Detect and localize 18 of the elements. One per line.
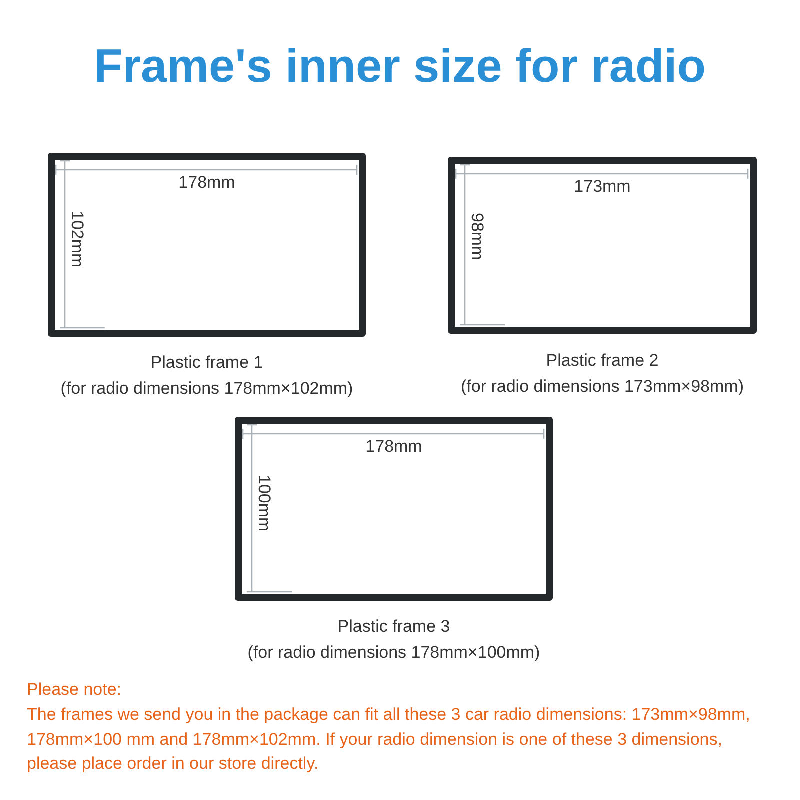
- plastic-frame: [235, 417, 553, 601]
- dimension-label: 102mm: [67, 211, 87, 268]
- plastic-frame: [448, 157, 757, 334]
- frame-caption: Plastic frame 2: [546, 351, 659, 371]
- dimension-label: 100mm: [254, 475, 274, 532]
- frame-caption: (for radio dimensions 178mm×100mm): [248, 643, 540, 663]
- dimension-label: 178mm: [178, 173, 236, 193]
- dimension-label: 178mm: [366, 437, 422, 457]
- title: Frame's inner size for radio: [93, 38, 707, 93]
- plastic-frame: [48, 153, 366, 337]
- frame-caption: (for radio dimensions 178mm×102mm): [60, 379, 354, 399]
- frame-caption: Plastic frame 1: [150, 353, 264, 373]
- dimension-label: 98mm: [467, 212, 487, 260]
- frame-caption: Plastic frame 3: [338, 617, 450, 637]
- dimension-label: 173mm: [574, 177, 631, 197]
- note-heading: Please note:: [27, 679, 123, 701]
- note-text: The frames we send you in the package can fit all these 3 car radio dimensions: 173mm×98mm, 178mm×100 mm and 178mm×102mm. If your radio dimension is one of these 3 dimensions, please place order in our store directly.: [27, 704, 752, 775]
- frame-caption: (for radio dimensions 173mm×98mm): [461, 377, 744, 397]
